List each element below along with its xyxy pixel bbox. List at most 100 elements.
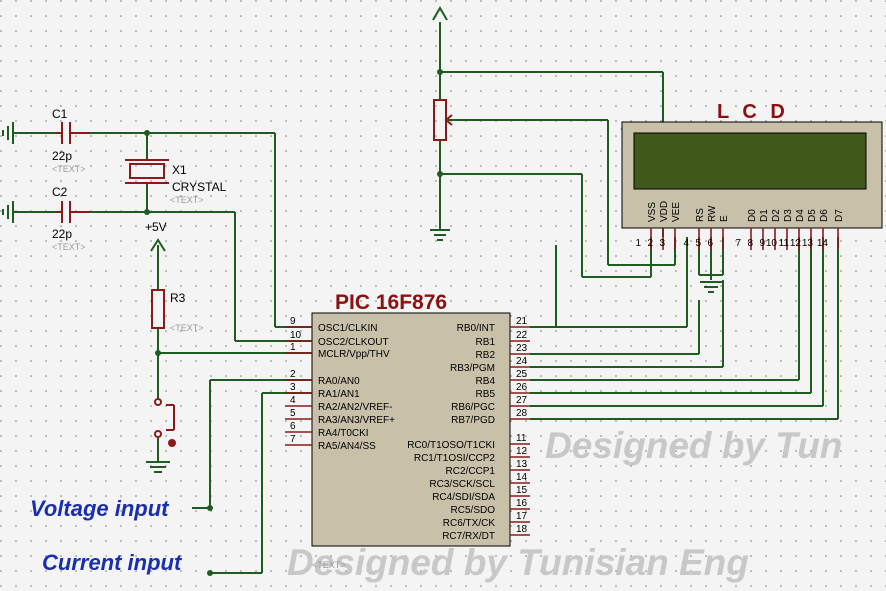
- ground-lcd-icon: [700, 281, 722, 293]
- lcd-pin-num-13: 13: [802, 238, 814, 249]
- lcd-pin-label-3: VEE: [671, 202, 682, 222]
- mcu-pin-label-1: MCLR/Vpp/THV: [318, 349, 390, 360]
- pot-wiper-icon: [444, 114, 453, 126]
- lcd-pin-label-8: D1: [759, 209, 770, 222]
- lcd-pin-label-4: RS: [695, 208, 706, 222]
- mcu-pin-label-17: RC6/TX/CK: [443, 518, 496, 529]
- mcu-pin-label-26: RB5: [476, 389, 496, 400]
- mcu-pin-num-12: 12: [516, 446, 528, 457]
- mcu-pin-num-17: 17: [516, 511, 528, 522]
- mcu-pin-label-13: RC2/CCP1: [446, 466, 496, 477]
- capacitor-c1: [55, 122, 90, 144]
- mcu-right-pins: 21RB0/INT22RB123RB224RB3/PGM25RB426RB527…: [407, 316, 530, 542]
- c1-value: 22p: [52, 149, 72, 163]
- lcd-pin-num-9: 9: [759, 238, 765, 249]
- ground-pot-icon: [430, 229, 450, 241]
- c2-value: 22p: [52, 227, 72, 241]
- mcu-pin-num-18: 18: [516, 524, 528, 535]
- lcd-pin-label-11: D4: [795, 209, 806, 222]
- reset-button-symbol: [154, 398, 176, 447]
- mcu-pin-label-22: RB1: [476, 337, 496, 348]
- crystal-x1: [125, 159, 169, 184]
- mcu-pin-num-13: 13: [516, 459, 528, 470]
- vcc-label: +5V: [145, 220, 167, 234]
- mcu-pin-num-10: 10: [290, 330, 302, 341]
- lcd-pin-num-2: 2: [647, 238, 653, 249]
- mcu-pin-num-6: 6: [290, 421, 296, 432]
- voltage-input-label: Voltage input: [30, 496, 170, 521]
- c1-label: C1: [52, 107, 68, 121]
- lcd-pin-num-8: 8: [747, 238, 753, 249]
- lcd-pin-label-10: D3: [783, 209, 794, 222]
- lcd-pin-label-9: D2: [771, 209, 782, 222]
- mcu-pin-label-2: RA0/AN0: [318, 376, 360, 387]
- lcd-pin-label-13: D6: [819, 209, 830, 222]
- lcd-pin-label-12: D5: [807, 209, 818, 222]
- lcd-pin-num-11: 11: [779, 238, 790, 249]
- mcu-pin-label-9: OSC1/CLKIN: [318, 323, 377, 334]
- lcd-pin-num-12: 12: [790, 238, 802, 249]
- lcd-pin-label-14: D7: [834, 209, 845, 222]
- watermark-1: Designed by Tun: [545, 425, 842, 466]
- lcd-title: L C D: [717, 101, 789, 123]
- mcu-pin-num-23: 23: [516, 343, 528, 354]
- mcu-pin-num-7: 7: [290, 434, 296, 445]
- lcd-pin-num-14: 14: [817, 238, 829, 249]
- mcu-pin-num-2: 2: [290, 369, 296, 380]
- mcu-pin-label-14: RC3/SCK/SCL: [429, 479, 495, 490]
- resistor-r3: [151, 289, 165, 329]
- mcu-pin-label-15: RC4/SDI/SDA: [432, 492, 495, 503]
- vcc-arrow-icon: [150, 238, 166, 252]
- mcu-pin-num-24: 24: [516, 356, 528, 367]
- lcd-pin-num-5: 5: [695, 238, 701, 249]
- mcu-pin-label-24: RB3/PGM: [450, 363, 495, 374]
- mcu-pin-label-11: RC0/T1OSO/T1CKI: [407, 440, 495, 451]
- lcd-pin-label-7: D0: [747, 209, 758, 222]
- current-input-label: Current input: [42, 550, 183, 575]
- r3-label: R3: [170, 291, 186, 305]
- mcu-pin-label-27: RB6/PGC: [451, 402, 495, 413]
- mcu-pin-num-27: 27: [516, 395, 528, 406]
- x1-label: X1: [172, 163, 187, 177]
- c2-text-placeholder: <TEXT>: [52, 242, 86, 252]
- mcu-pin-num-21: 21: [516, 316, 528, 327]
- mcu-title: PIC 16F876: [335, 291, 447, 314]
- lcd-pin-num-4: 4: [683, 238, 689, 249]
- mcu-pin-num-3: 3: [290, 382, 296, 393]
- lcd-pin-label-6: E: [719, 215, 730, 222]
- mcu-pin-label-7: RA5/AN4/SS: [318, 441, 376, 452]
- lcd-screen: [633, 132, 867, 190]
- mcu-pin-label-28: RB7/PGD: [451, 415, 495, 426]
- mcu-pin-num-16: 16: [516, 498, 528, 509]
- watermark-2: Designed by Tunisian Eng: [287, 542, 749, 583]
- lcd-pin-num-10: 10: [766, 238, 778, 249]
- mcu-pin-num-26: 26: [516, 382, 528, 393]
- mcu-pin-label-12: RC1/T1OSI/CCP2: [414, 453, 496, 464]
- pot-vcc-arrow-icon: [432, 6, 448, 21]
- mcu-pin-label-21: RB0/INT: [457, 323, 495, 334]
- lcd-pin-label-5: RW: [707, 205, 718, 222]
- mcu-pin-num-5: 5: [290, 408, 296, 419]
- capacitor-c2: [55, 201, 90, 223]
- mcu-pin-label-16: RC5/SDO: [451, 505, 496, 516]
- mcu-body: [311, 312, 511, 547]
- mcu-text-placeholder: <TEXT>: [312, 560, 346, 570]
- mcu-pin-label-3: RA1/AN1: [318, 389, 360, 400]
- x1-type: CRYSTAL: [172, 180, 227, 194]
- c1-text-placeholder: <TEXT>: [52, 164, 86, 174]
- mcu-pin-label-25: RB4: [476, 376, 496, 387]
- wires: [13, 22, 839, 574]
- mcu-pin-num-28: 28: [516, 408, 528, 419]
- mcu-pin-label-10: OSC2/CLKOUT: [318, 337, 389, 348]
- mcu-pin-num-14: 14: [516, 472, 528, 483]
- mcu-pin-label-6: RA4/T0CKI: [318, 428, 369, 439]
- lcd-pin-num-3: 3: [659, 238, 665, 249]
- c2-label: C2: [52, 185, 68, 199]
- mcu-pin-num-1: 1: [290, 342, 296, 353]
- lcd-pins: 1VSS2VDD3VEE4RS5RW6E7D08D19D210D311D412D…: [635, 201, 845, 250]
- ground-reset-icon: [146, 461, 170, 473]
- r3-text-placeholder: <TEXT>: [170, 323, 204, 333]
- mcu-pin-label-5: RA3/AN3/VREF+: [318, 415, 395, 426]
